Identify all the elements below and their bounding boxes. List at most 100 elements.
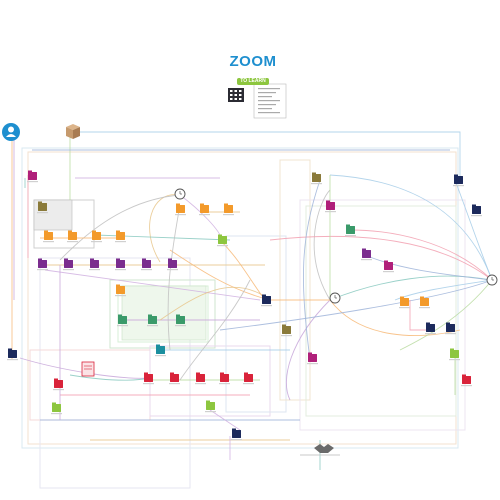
folder-card-icon <box>224 205 233 213</box>
folder-card-icon <box>116 286 125 294</box>
task-label-line <box>345 235 356 237</box>
folder-card-icon <box>144 374 153 382</box>
folder-card-icon <box>346 226 355 234</box>
folder-tab <box>144 372 148 375</box>
flow-connector <box>454 179 493 281</box>
task-node <box>219 372 230 385</box>
folder-tab <box>64 258 68 261</box>
task-node <box>419 296 430 309</box>
flow-connector <box>209 409 241 431</box>
task-label-line <box>115 269 126 271</box>
folder-tab <box>28 170 32 173</box>
folder-tab <box>168 258 172 261</box>
task-label-line <box>89 269 100 271</box>
task-label-line <box>425 333 436 335</box>
document-node <box>81 361 95 377</box>
task-node <box>445 322 456 335</box>
task-label-line <box>169 383 180 385</box>
flow-connector <box>44 269 261 301</box>
task-label-line <box>205 411 216 413</box>
task-node <box>175 203 186 216</box>
legend-line <box>258 108 272 110</box>
task-node <box>175 314 186 327</box>
flow-connector <box>329 299 461 336</box>
folder-card-icon <box>8 350 17 358</box>
folder-card-icon <box>92 232 101 240</box>
flow-connector <box>70 131 461 180</box>
task-label-line <box>199 214 210 216</box>
package-side <box>66 127 73 139</box>
folder-card-icon <box>148 316 157 324</box>
task-label-line <box>115 295 126 297</box>
legend-line <box>258 112 280 114</box>
folder-card-icon <box>326 202 335 210</box>
task-label-line <box>419 307 430 309</box>
legend-line <box>258 96 272 98</box>
task-node <box>89 258 100 271</box>
flow-connector <box>94 234 231 241</box>
task-label-line <box>51 413 62 415</box>
flow-connector <box>409 300 430 331</box>
folder-card-icon <box>206 402 215 410</box>
folder-card-icon <box>116 232 125 240</box>
organization-node <box>228 83 287 119</box>
folder-tab <box>362 248 366 251</box>
folder-tab <box>90 258 94 261</box>
folder-card-icon <box>90 260 99 268</box>
flow-connector <box>179 194 223 241</box>
folder-card-icon <box>450 350 459 358</box>
task-label-line <box>7 359 18 361</box>
logo-secondary-text: TO LEARN <box>237 78 269 85</box>
task-label-line <box>261 305 272 307</box>
folder-card-icon <box>28 172 37 180</box>
handshake-node <box>314 444 334 453</box>
folder-card-icon <box>118 316 127 324</box>
task-label-line <box>217 245 228 247</box>
handshake-icon <box>314 444 334 453</box>
swimlane-box <box>29 349 151 421</box>
folder-card-icon <box>38 260 47 268</box>
task-label-line <box>219 383 230 385</box>
task-node <box>167 258 178 271</box>
folder-card-icon <box>54 380 63 388</box>
folder-tab <box>454 174 458 177</box>
flow-connector <box>269 235 493 281</box>
task-label-line <box>361 259 372 261</box>
task-label-line <box>175 214 186 216</box>
flow-connector <box>286 299 331 401</box>
task-label-line <box>167 269 178 271</box>
folder-card-icon <box>362 250 371 258</box>
user-body <box>6 134 16 137</box>
task-node <box>281 324 292 337</box>
folder-tab <box>446 322 450 325</box>
folder-card-icon <box>116 260 125 268</box>
folder-card-icon <box>232 430 241 438</box>
building-window <box>239 90 242 92</box>
task-node <box>345 224 356 237</box>
task-node <box>37 201 48 214</box>
task-label-line <box>91 241 102 243</box>
folder-tab <box>38 201 42 204</box>
swimlane-box <box>27 151 457 445</box>
task-label-line <box>155 355 166 357</box>
legend-line <box>258 100 280 102</box>
task-label-line <box>141 269 152 271</box>
task-node <box>169 372 180 385</box>
building-window <box>234 90 237 92</box>
folder-card-icon <box>454 176 463 184</box>
folder-tab <box>142 258 146 261</box>
legend-line <box>258 92 276 94</box>
task-node <box>43 230 54 243</box>
task-node <box>195 372 206 385</box>
folder-tab <box>400 296 404 299</box>
swimlane-layer <box>21 147 466 489</box>
flow-connector <box>149 194 181 263</box>
folder-card-icon <box>446 324 455 332</box>
flow-connector <box>399 279 493 351</box>
task-node <box>217 234 228 247</box>
task-node <box>53 378 64 391</box>
task-label-line <box>243 383 254 385</box>
folder-tab <box>308 352 312 355</box>
folder-card-icon <box>156 346 165 354</box>
task-label-line <box>175 325 186 327</box>
